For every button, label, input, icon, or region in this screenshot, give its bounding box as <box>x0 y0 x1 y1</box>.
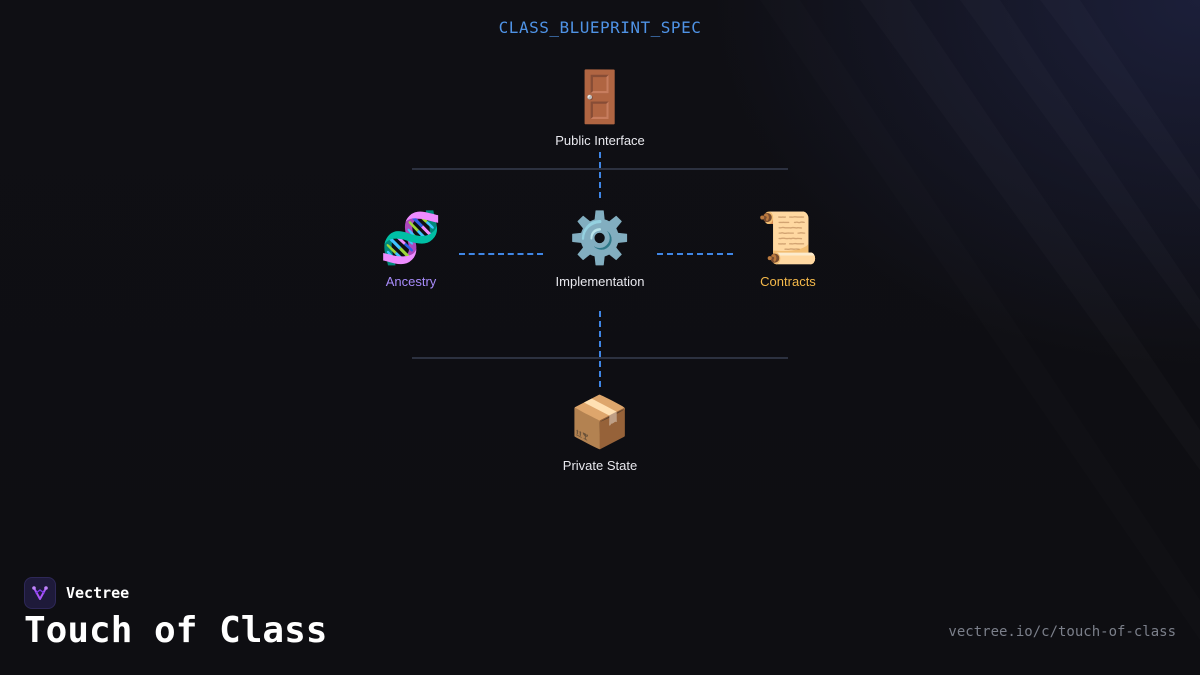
brand-name: Vectree <box>66 584 130 602</box>
dna-icon: 🧬 <box>379 209 443 267</box>
node-public-interface: 🚪 Public Interface <box>520 67 680 148</box>
node-label: Public Interface <box>555 133 645 148</box>
scroll-icon: 📜 <box>756 209 820 267</box>
page-title: Touch of Class <box>24 610 328 651</box>
node-label: Contracts <box>760 274 816 289</box>
connector-ancestry-to-implementation <box>459 253 543 255</box>
package-icon: 📦 <box>568 393 632 451</box>
course-url: vectree.io/c/touch-of-class <box>948 624 1176 640</box>
gear-icon: ⚙️ <box>568 209 632 267</box>
node-label: Ancestry <box>385 274 437 289</box>
connector-interface-to-implementation <box>599 152 601 198</box>
node-contracts: 📜 Contracts <box>708 208 868 289</box>
node-private-state: 📦 Private State <box>520 392 680 473</box>
vectree-logo-icon <box>24 577 56 609</box>
node-label: Implementation <box>555 274 645 289</box>
node-implementation: ⚙️ Implementation <box>520 208 680 289</box>
node-ancestry: 🧬 Ancestry <box>331 208 491 289</box>
spec-title: CLASS_BLUEPRINT_SPEC <box>498 18 702 37</box>
vectree-logo-glyph <box>32 586 48 600</box>
node-label: Private State <box>562 458 638 473</box>
connector-implementation-to-state <box>599 311 601 387</box>
door-icon: 🚪 <box>568 68 632 126</box>
connector-implementation-to-contracts <box>657 253 733 255</box>
